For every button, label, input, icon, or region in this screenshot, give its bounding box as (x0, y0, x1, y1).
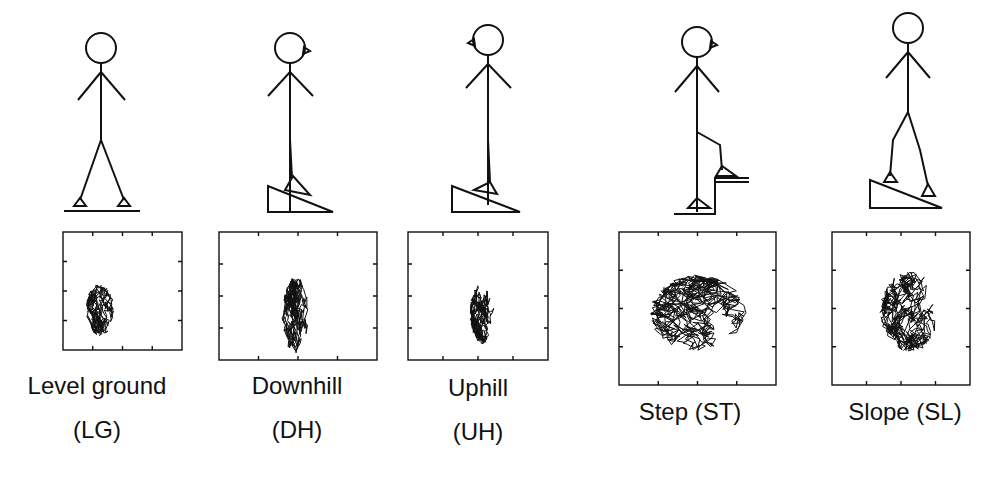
stick-figure (674, 27, 749, 214)
condition-label: Downhill (DH) (237, 364, 357, 452)
plot-frame (408, 232, 548, 360)
sway-trace (87, 285, 114, 336)
stick-figure (452, 25, 520, 212)
condition-label: Uphill (UH) (428, 366, 528, 454)
axis-ticks (63, 232, 182, 350)
plot-frame (219, 232, 377, 360)
condition-label: Step (ST) (590, 390, 790, 434)
sway-trace (470, 286, 493, 344)
plot-frame (63, 232, 182, 350)
sway-trace (282, 279, 308, 353)
stick-figure (268, 33, 333, 212)
stick-figure (64, 33, 140, 211)
axis-ticks (219, 232, 377, 360)
plot-frame (619, 232, 776, 385)
sway-trace (880, 273, 935, 352)
axis-ticks (408, 232, 548, 360)
condition-label: Level ground (LG) (17, 364, 177, 452)
condition-label: Slope (SL) (805, 390, 983, 434)
stick-figure (870, 13, 942, 208)
plot-frame (832, 232, 970, 385)
axis-ticks (619, 232, 776, 385)
axis-ticks (832, 232, 970, 385)
sway-trace (651, 275, 746, 350)
